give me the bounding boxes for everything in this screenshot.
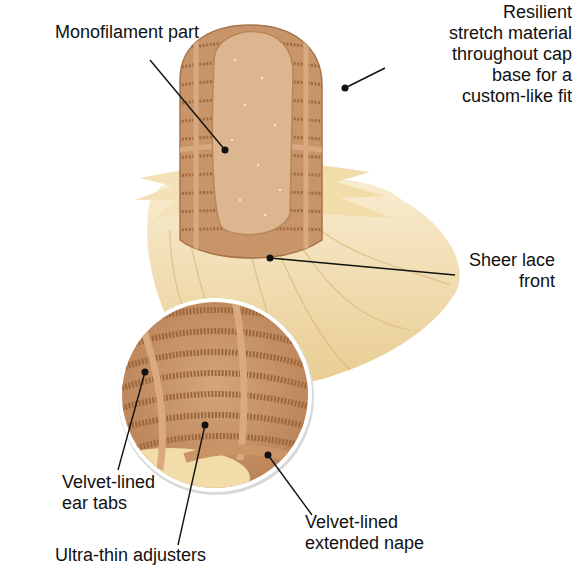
mono-dot [244,104,247,107]
leader-line [345,68,385,88]
stretch-strip [194,40,199,250]
callout-label: Velvet-lined extended nape [305,512,435,554]
hair-spikes-right [320,165,392,218]
leader-line [150,60,225,150]
leader-dots [142,85,349,459]
stretch-strip [304,40,309,250]
leader-dot [267,255,274,262]
inset-row [115,415,320,430]
callout-label: Ultra-thin adjusters [55,545,275,566]
leader-dot [142,369,149,376]
leader-lines [118,60,455,545]
callout-label: Sheer lace front [455,250,555,292]
hair-strand [320,230,450,285]
inset-row [115,352,320,370]
leader-dot [222,147,229,154]
inset-strip [140,320,163,470]
mono-dot [274,124,277,127]
leader-dot [202,422,209,429]
hair-strand [300,245,410,330]
wig-cap [180,25,322,258]
mono-dot [257,164,260,167]
mono-dots [231,59,282,217]
inset-strip [235,300,244,460]
inset-row [115,394,320,410]
inset-nape-band [185,449,300,460]
inset-row [115,310,320,330]
mono-dot [279,189,282,192]
callout-label: Resilient stretch material throughout ca… [447,2,572,107]
inset-row [115,373,320,390]
leader-line [118,372,145,470]
leader-dot [342,85,349,92]
leader-dot [265,452,272,459]
leader-line [270,258,455,275]
mono-dot [231,139,234,142]
mono-dot [261,77,264,80]
mono-dot [264,214,267,217]
callout-label: Velvet-lined ear tabs [62,472,167,514]
callout-label: Monofilament part [55,22,255,43]
monofilament-part [212,32,293,235]
hair-spikes-left [135,170,182,222]
mono-dot [239,199,242,202]
leader-line [268,455,312,515]
mono-dot [234,59,237,62]
leader-line [178,425,205,545]
